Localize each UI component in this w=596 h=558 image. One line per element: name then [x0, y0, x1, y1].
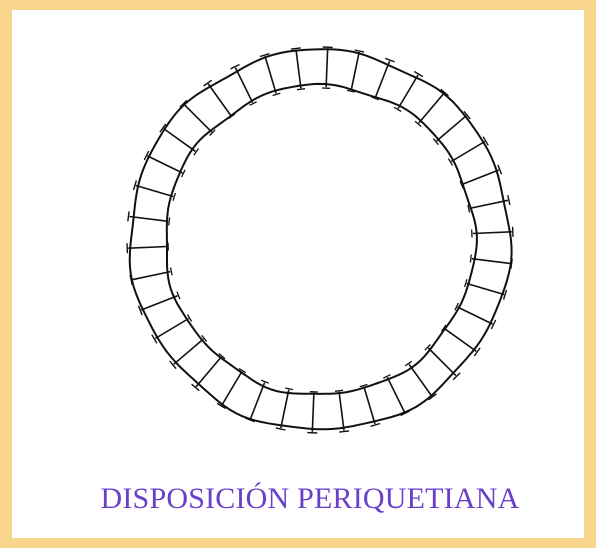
cell-wall [235, 68, 252, 103]
cell-wall [281, 390, 289, 428]
cell-wall-tick-inner [194, 149, 199, 156]
cell-wall [164, 129, 196, 152]
cell-wall-tick-inner [173, 193, 175, 201]
cell-wall-tick-outer [204, 80, 212, 86]
cell-wall-tick-outer [276, 428, 286, 430]
cell-wall-tick-inner [297, 89, 305, 90]
cell-wall [326, 48, 328, 87]
cell-wall [398, 75, 418, 109]
inner-ring-outline [167, 84, 477, 394]
cell-wall [128, 247, 167, 249]
diagram-caption: DISPOSICIÓN PERIQUETIANA [12, 482, 596, 516]
cell-wall [250, 383, 264, 419]
cell-wall-tick-outer [508, 195, 510, 205]
cell-wall-tick-outer [339, 431, 349, 432]
cell-wall [463, 170, 499, 184]
cell-wall [364, 387, 375, 424]
cell-wall [375, 61, 389, 97]
cell-wall [174, 339, 204, 364]
cell-wall [451, 142, 485, 162]
ring-group [127, 47, 513, 433]
cell-wall [437, 116, 467, 141]
cell-wall-tick-inner [285, 388, 293, 390]
cell-wall [136, 186, 173, 197]
cell-wall [409, 364, 432, 396]
cell-wall [222, 372, 242, 406]
cell-wall [208, 84, 231, 116]
cell-wall [428, 348, 456, 376]
cell-wall [129, 217, 168, 222]
cell-wall [339, 392, 344, 431]
cell-wall [387, 377, 404, 412]
cell-wall [141, 296, 177, 310]
cell-wall [147, 156, 182, 173]
cell-wall [458, 307, 493, 324]
cell-wall [196, 357, 221, 387]
cell-wall [472, 259, 511, 264]
cell-wall [132, 272, 170, 280]
cell-wall-tick-inner [177, 292, 180, 300]
cell-wall [351, 52, 359, 90]
cell-wall [184, 104, 212, 132]
cell-wall-tick-inner [405, 361, 412, 366]
cell-wall-tick-inner [470, 255, 471, 263]
cell-wall [155, 319, 189, 339]
cell-wall [296, 50, 301, 89]
cell-wall-tick-inner [273, 93, 281, 95]
cell-wall-tick-inner [169, 217, 170, 225]
cell-wall-tick-inner [335, 390, 343, 391]
cell-wall [470, 200, 508, 208]
cell-wall-tick-outer [371, 424, 381, 427]
cell-wall-tick-outer [291, 48, 301, 49]
cell-wall-tick-inner [465, 279, 467, 287]
cell-wall-tick-outer [414, 72, 423, 77]
cell-wall-tick-outer [128, 211, 129, 221]
cell-wall-tick-inner [171, 268, 173, 276]
cell-wall [312, 393, 314, 432]
cell-wall [473, 232, 512, 234]
cell-wall-tick-outer [134, 180, 137, 190]
cell-wall [445, 329, 477, 352]
cell-wall [467, 284, 504, 295]
cell-wall [419, 93, 444, 123]
cell-wall [265, 56, 276, 93]
pericycle-ring-diagram [12, 10, 596, 558]
cell-wall-tick-inner [261, 380, 269, 383]
